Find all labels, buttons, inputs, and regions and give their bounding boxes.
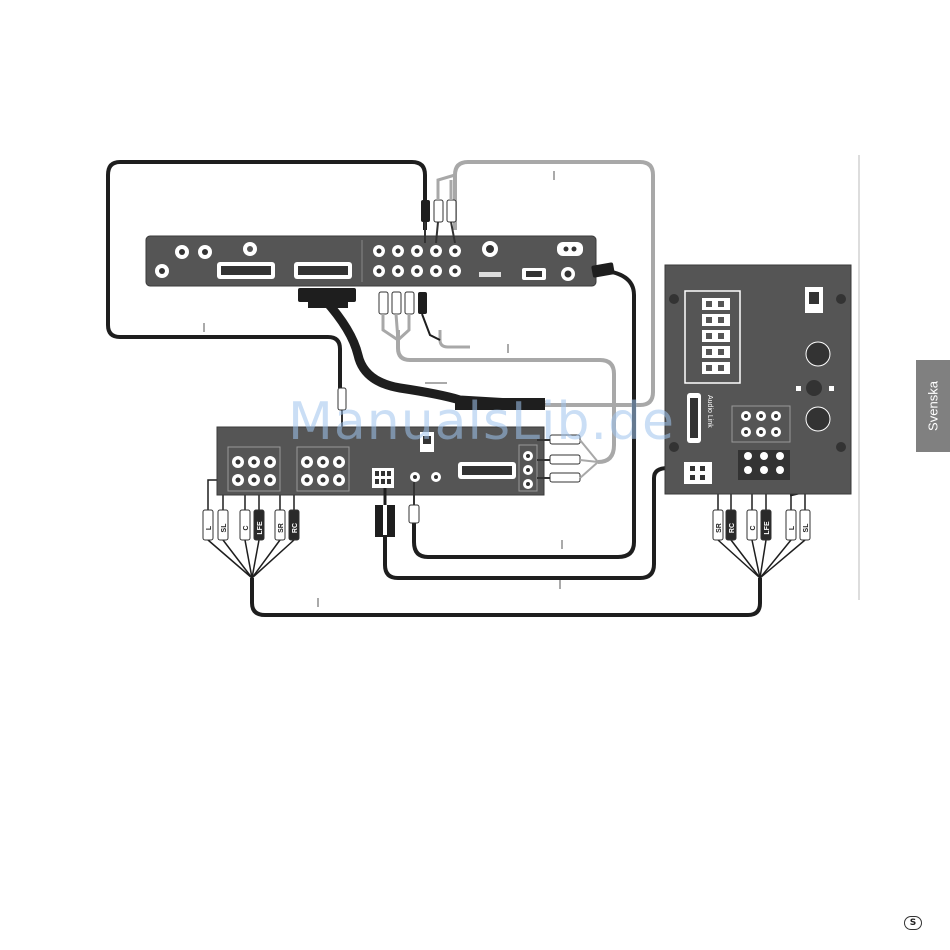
rca-plug-label: LFE <box>257 521 264 535</box>
right-plug-bundle: SR RC C LFE L SL <box>713 510 810 540</box>
rca-plug-label: SR <box>278 523 285 533</box>
rca-plug-label: SR <box>716 523 723 533</box>
tv-bottom-plugs <box>379 292 440 340</box>
rca-plug-label: RC <box>292 523 299 533</box>
page-language-marker: S <box>904 916 922 930</box>
rca-plug <box>786 510 796 540</box>
rca-plug-label: L <box>789 525 796 530</box>
rca-plug-label: L <box>206 525 213 530</box>
rca-plug <box>240 510 250 540</box>
tv-scart-plug <box>298 288 356 308</box>
audio-link-label: Audio Link <box>706 395 713 428</box>
rca-plug-label: LFE <box>764 521 771 535</box>
rca-plug <box>203 510 213 540</box>
left-plug-bundle: L SL C LFE SR RC <box>203 510 299 540</box>
cable-dark-scart <box>325 300 545 405</box>
subwoofer-panel: Audio Link <box>665 265 851 494</box>
card-slot <box>479 272 501 277</box>
watermark: ManualsLib.de <box>288 392 675 452</box>
rca-plug <box>747 510 757 540</box>
rca-plug-label: C <box>750 525 757 530</box>
language-tab-label: Svenska <box>926 381 941 431</box>
rca-plug-label: SL <box>221 523 228 533</box>
rca-plug-label: RC <box>729 523 736 533</box>
rca-plug-label: SL <box>803 523 810 533</box>
language-tab[interactable]: Svenska <box>916 360 950 452</box>
rca-plug-label: C <box>243 525 250 530</box>
cable-light-middle <box>440 330 470 347</box>
tv-rear-panel <box>146 236 596 286</box>
cable-dark-bottom-bundle <box>252 578 760 615</box>
power-socket <box>557 242 583 256</box>
